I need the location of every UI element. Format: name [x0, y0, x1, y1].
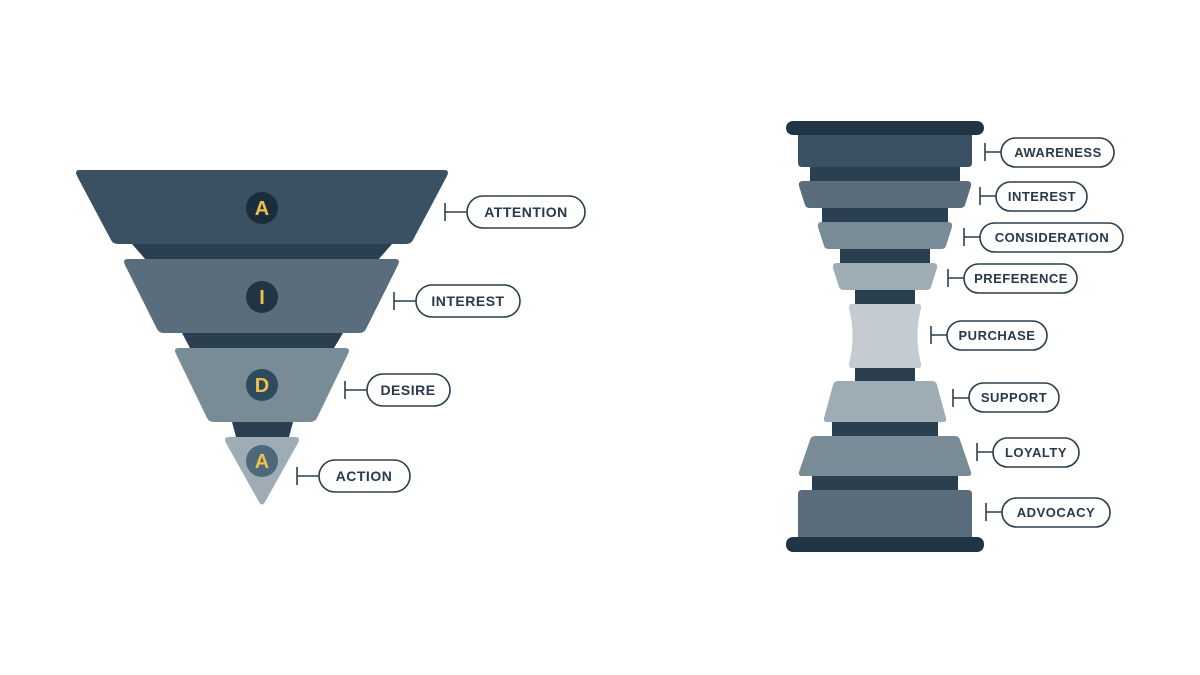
stage-label-text: INTEREST: [431, 293, 504, 309]
stage-letter: A: [255, 451, 269, 473]
hourglass-top-cap: [786, 121, 984, 135]
hourglass-label-text: SUPPORT: [981, 390, 1047, 405]
funnel-connector: [182, 333, 343, 348]
hourglass-bottom-cap: [786, 537, 984, 552]
hourglass-stage-interest: [798, 181, 972, 208]
hourglass-label-purchase: PURCHASE: [930, 320, 1048, 351]
hourglass-label-text: INTEREST: [1008, 189, 1076, 204]
stage-label-attention: ATTENTION: [444, 195, 586, 229]
hourglass-connector: [855, 368, 915, 381]
stage-label-action: ACTION: [296, 459, 411, 493]
hourglass-connector: [812, 476, 958, 490]
hourglass-stage-consideration: [817, 222, 953, 249]
hourglass-label-loyalty: LOYALTY: [976, 437, 1080, 468]
hourglass-stage-advocacy: [798, 490, 972, 537]
letter-badge: A: [246, 192, 278, 224]
stage-letter: D: [255, 375, 269, 397]
hourglass: AWARENESS INTEREST CONSIDERATION PREFERE…: [786, 121, 1124, 552]
hourglass-label-text: LOYALTY: [1005, 445, 1067, 460]
hourglass-connector: [855, 290, 915, 304]
letter-badge: D: [246, 369, 278, 401]
hourglass-label-text: CONSIDERATION: [995, 230, 1110, 245]
letter-badge: I: [246, 281, 278, 313]
hourglass-stage-loyalty: [798, 436, 972, 476]
hourglass-stage-preference: [832, 263, 938, 290]
stage-label-interest: INTEREST: [393, 284, 521, 318]
hourglass-label-text: PREFERENCE: [974, 271, 1068, 286]
hourglass-label-support: SUPPORT: [952, 382, 1060, 413]
hourglass-label-consideration: CONSIDERATION: [963, 222, 1124, 253]
hourglass-connector: [832, 422, 938, 436]
stage-label-desire: DESIRE: [344, 373, 451, 407]
stage-label-text: ACTION: [336, 468, 393, 484]
hourglass-label-interest: INTEREST: [979, 181, 1088, 212]
hourglass-connector: [810, 167, 960, 181]
stage-label-text: ATTENTION: [484, 204, 568, 220]
aida-funnel: A I D A ATTENTION INTEREST DESIRE: [76, 170, 586, 505]
hourglass-label-preference: PREFERENCE: [947, 263, 1078, 294]
hourglass-label-awareness: AWARENESS: [984, 137, 1115, 168]
funnel-connector: [232, 422, 293, 437]
funnel-connector: [132, 244, 392, 260]
hourglass-stage-awareness: [798, 135, 972, 167]
hourglass-connector: [822, 208, 948, 222]
hourglass-label-text: PURCHASE: [959, 328, 1036, 343]
stage-letter: A: [255, 198, 269, 220]
hourglass-label-advocacy: ADVOCACY: [985, 497, 1111, 528]
hourglass-stage-support: [823, 381, 947, 422]
hourglass-stage-purchase: [848, 304, 922, 368]
stage-letter: I: [259, 287, 265, 309]
hourglass-label-text: ADVOCACY: [1017, 505, 1095, 520]
letter-badge: A: [246, 445, 278, 477]
hourglass-label-text: AWARENESS: [1014, 145, 1102, 160]
stage-label-text: DESIRE: [380, 382, 435, 398]
hourglass-connector: [840, 249, 930, 263]
